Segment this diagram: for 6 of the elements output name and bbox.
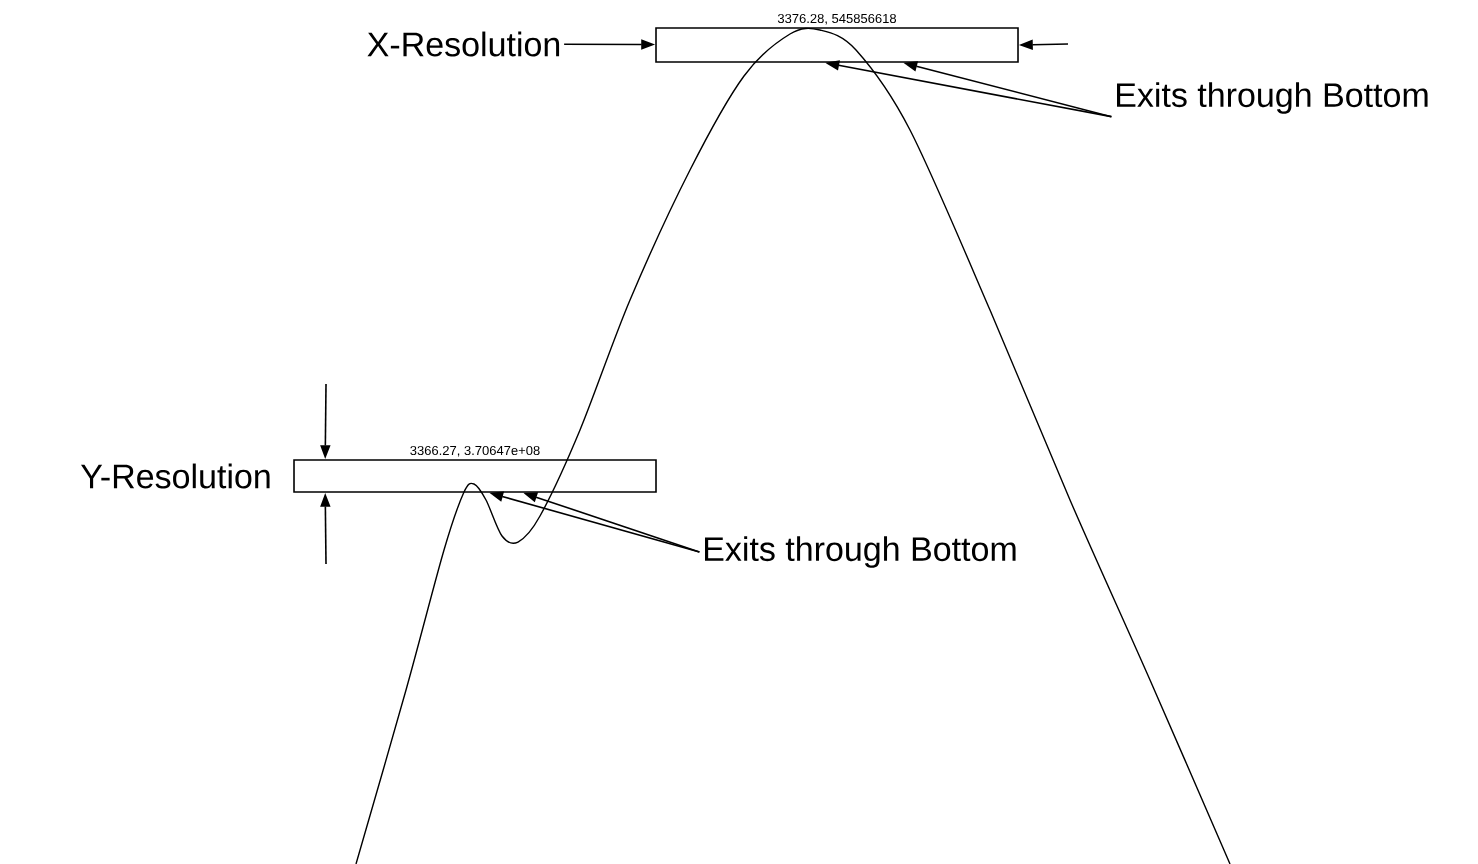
callout-text: Exits through Bottom (1117, 82, 1428, 114)
value-box (655, 27, 1019, 63)
axis-label: Y-Resolution (81, 463, 270, 489)
value-box (293, 459, 657, 493)
callout-text: Exits through Bottom (705, 536, 1016, 568)
callout-text: X-Resolution (367, 31, 560, 57)
